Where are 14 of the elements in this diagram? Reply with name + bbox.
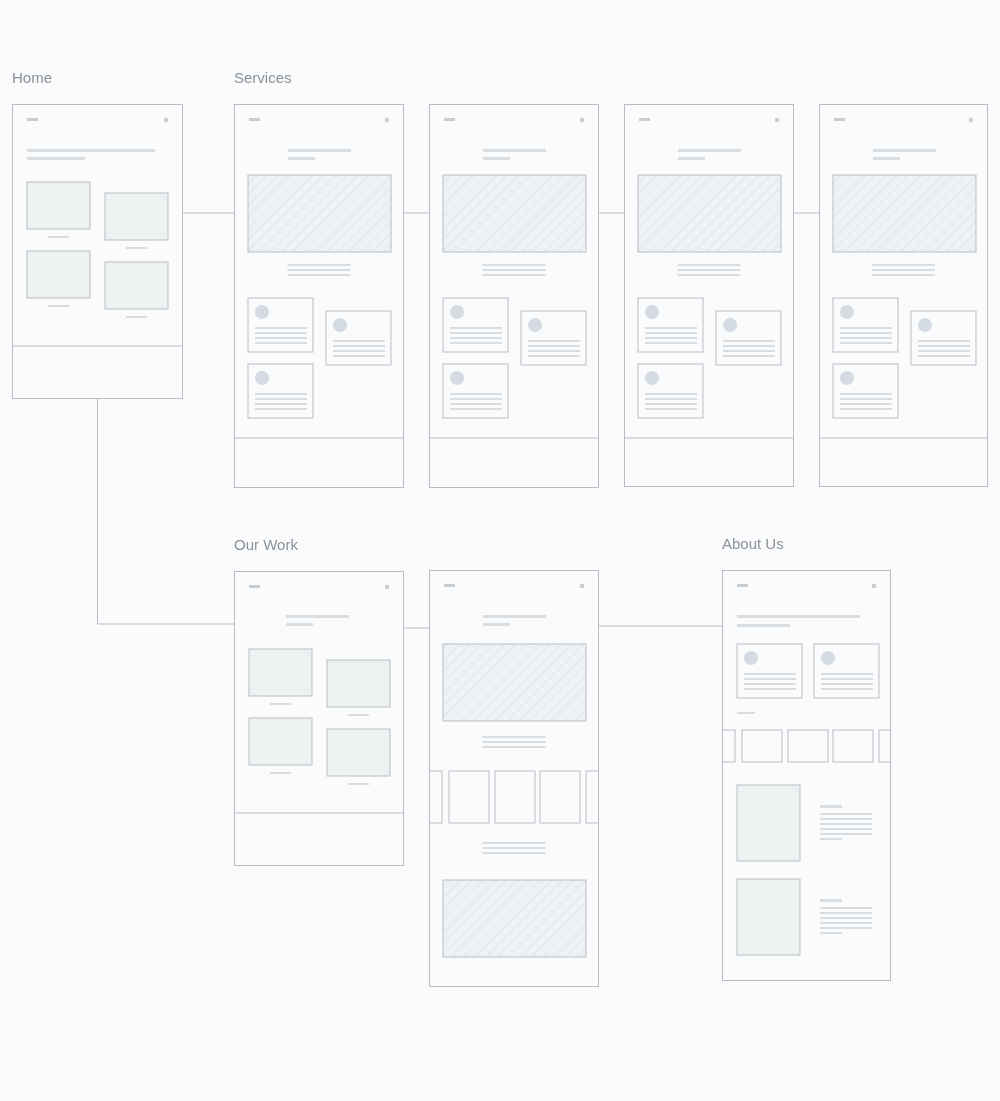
page-wireframe [819, 104, 988, 487]
connector-line [97, 398, 235, 625]
connector-line [598, 625, 723, 627]
connector-line [182, 212, 235, 214]
connector-line [598, 212, 625, 214]
connector-line [793, 212, 820, 214]
page-title: About Us [722, 535, 784, 552]
page-title: Home [12, 69, 52, 86]
page-title: Services [234, 69, 292, 86]
connector-line [403, 627, 430, 629]
page-wireframe [624, 104, 794, 487]
page-wireframe [429, 104, 599, 488]
connector-line [403, 212, 430, 214]
page-title: Our Work [234, 536, 298, 553]
